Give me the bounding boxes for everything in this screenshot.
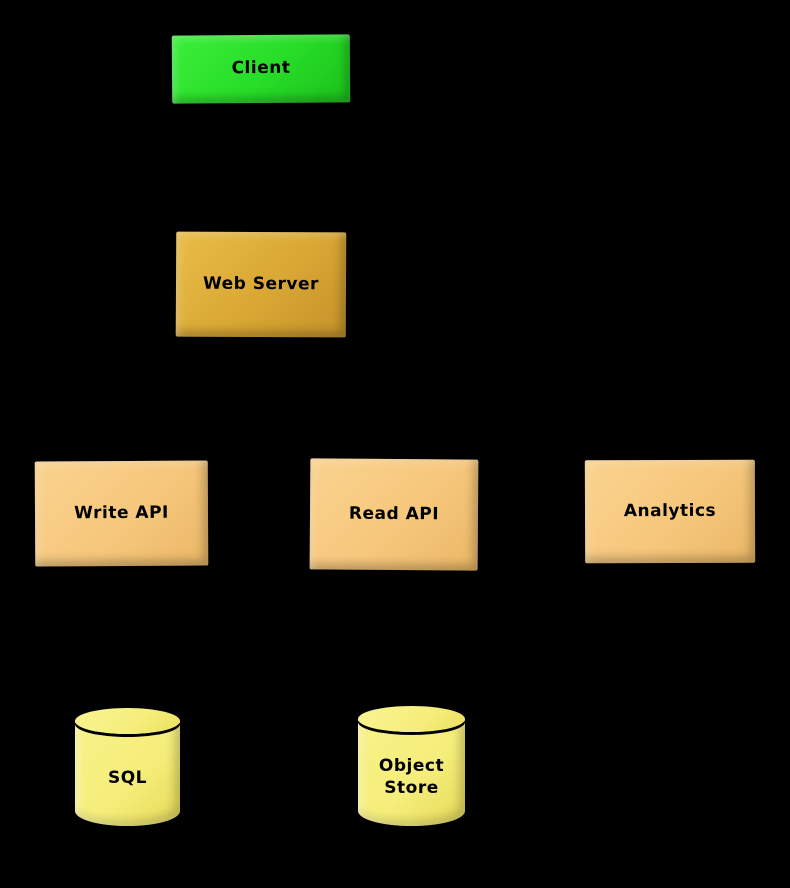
cylinder-body: Object Store bbox=[358, 719, 465, 826]
cylinder-body: SQL bbox=[75, 721, 180, 826]
node-write-api-label: Write API bbox=[74, 502, 169, 524]
node-client-label: Client bbox=[231, 58, 291, 79]
node-write-api: Write API bbox=[34, 460, 209, 567]
node-sql-database: SQL bbox=[75, 708, 180, 826]
cylinder-top-ellipse bbox=[75, 708, 180, 734]
cylinder-top-ellipse bbox=[358, 706, 465, 732]
node-web-server: Web Server bbox=[175, 231, 347, 338]
node-web-server-label: Web Server bbox=[202, 273, 320, 295]
node-client: Client bbox=[171, 34, 351, 104]
node-analytics-label: Analytics bbox=[623, 500, 717, 522]
node-read-api: Read API bbox=[309, 458, 479, 571]
node-analytics: Analytics bbox=[584, 459, 756, 564]
node-object-store-label: Object Store bbox=[378, 756, 445, 798]
node-sql-label: SQL bbox=[107, 767, 148, 788]
node-object-store-database: Object Store bbox=[358, 706, 465, 826]
node-read-api-label: Read API bbox=[348, 503, 440, 525]
